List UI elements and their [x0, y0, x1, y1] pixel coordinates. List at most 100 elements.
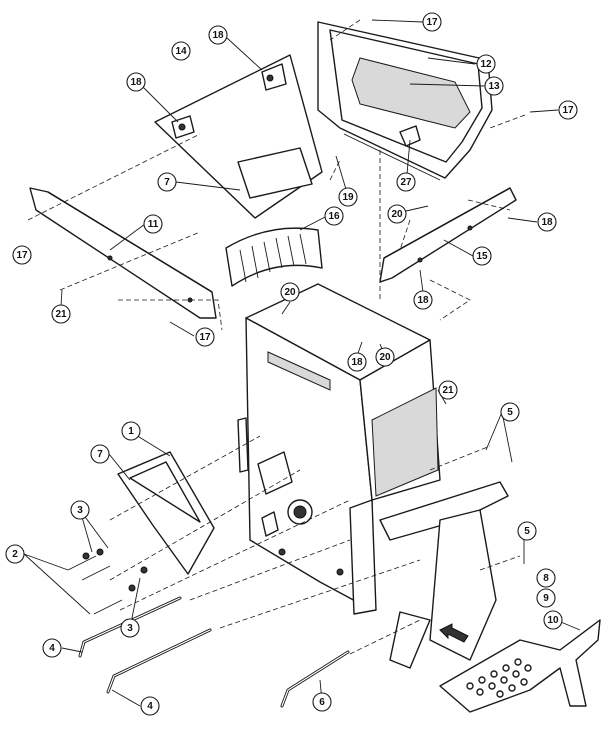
- callout-circle: [12, 245, 32, 265]
- callout-label: 21: [55, 309, 67, 320]
- callout-4: 4: [140, 696, 160, 716]
- callout-circle: [51, 304, 71, 324]
- assembly-lines: [27, 19, 526, 655]
- callout-21: 21: [51, 304, 71, 324]
- callout-label: 18: [130, 77, 142, 88]
- callout-label: 4: [49, 643, 55, 654]
- callout-21: 21: [438, 380, 458, 400]
- callout-19: 19: [338, 187, 358, 207]
- callout-label: 27: [400, 177, 412, 188]
- callout-20: 20: [375, 347, 395, 367]
- callout-1: 1: [121, 421, 141, 441]
- callout-label: 16: [328, 211, 340, 222]
- callout-label: 7: [97, 449, 103, 460]
- callout-label: 3: [77, 505, 83, 516]
- callout-label: 18: [351, 357, 363, 368]
- callout-circle: [543, 610, 563, 630]
- callout-circle: [517, 521, 537, 541]
- callout-circle: [312, 692, 332, 712]
- callout-circle: [157, 172, 177, 192]
- callout-5: 5: [500, 402, 520, 422]
- callout-circle: [375, 347, 395, 367]
- callout-circle: [472, 246, 492, 266]
- callout-label: 5: [507, 407, 513, 418]
- callout-17: 17: [12, 245, 32, 265]
- callout-circle: [195, 327, 215, 347]
- callout-circle: [484, 76, 504, 96]
- callout-circle: [387, 204, 407, 224]
- callout-label: 17: [16, 250, 28, 261]
- scoop-10: [439, 619, 601, 713]
- callout-circle: [413, 290, 433, 310]
- callout-circle: [140, 696, 160, 716]
- cover-plate-12: [317, 21, 493, 181]
- callout-14: 14: [171, 41, 191, 61]
- callout-13: 13: [484, 76, 504, 96]
- callout-label: 18: [541, 217, 553, 228]
- callout-circle: [280, 282, 300, 302]
- callout-label: 8: [543, 573, 549, 584]
- callout-16: 16: [324, 206, 344, 226]
- callout-label: 7: [164, 177, 170, 188]
- rods: [78, 596, 350, 708]
- callout-label: 2: [12, 549, 18, 560]
- callout-label: 20: [284, 287, 296, 298]
- callout-label: 17: [426, 17, 438, 28]
- callout-circle: [537, 212, 557, 232]
- callout-27: 27: [396, 172, 416, 192]
- callout-10: 10: [543, 610, 563, 630]
- callout-circle: [126, 72, 146, 92]
- callout-circle: [324, 206, 344, 226]
- right-bracket-15: [379, 187, 517, 283]
- callout-label: 17: [199, 332, 211, 343]
- callout-label: 3: [127, 623, 133, 634]
- callout-circle: [422, 12, 442, 32]
- callout-label: 11: [148, 219, 159, 230]
- callout-circle: [500, 402, 520, 422]
- callout-label: 21: [442, 385, 454, 396]
- callout-label: 17: [562, 105, 574, 116]
- callout-label: 6: [319, 697, 325, 708]
- callout-18: 18: [208, 25, 228, 45]
- callout-9: 9: [536, 588, 556, 608]
- left-bracket-11: [29, 187, 217, 319]
- callout-20: 20: [280, 282, 300, 302]
- callout-label: 5: [524, 526, 530, 537]
- callout-circle: [120, 618, 140, 638]
- callout-8: 8: [536, 568, 556, 588]
- callout-circle: [558, 100, 578, 120]
- callout-circle: [42, 638, 62, 658]
- callout-circle: [338, 187, 358, 207]
- callout-circle: [536, 588, 556, 608]
- callout-5: 5: [517, 521, 537, 541]
- callout-label: 13: [488, 81, 500, 92]
- screws-2: [67, 548, 148, 615]
- callout-label: 4: [147, 701, 153, 712]
- callout-circle: [347, 352, 367, 372]
- callout-11: 11: [143, 214, 163, 234]
- callout-label: 1: [128, 426, 134, 437]
- callout-label: 10: [547, 615, 559, 626]
- callout-circle: [476, 54, 496, 74]
- guide-16: [225, 227, 323, 287]
- callout-circle: [208, 25, 228, 45]
- callout-label: 18: [417, 295, 429, 306]
- callout-2: 2: [5, 544, 25, 564]
- callout-circle: [70, 500, 90, 520]
- deflector-1: [117, 451, 215, 575]
- callout-6: 6: [312, 692, 332, 712]
- callout-label: 14: [175, 46, 187, 57]
- callout-3: 3: [70, 500, 90, 520]
- callout-17: 17: [422, 12, 442, 32]
- callout-4: 4: [42, 638, 62, 658]
- hopper-body: [237, 283, 441, 615]
- callout-circle: [396, 172, 416, 192]
- callout-label: 20: [391, 209, 403, 220]
- callout-7: 7: [157, 172, 177, 192]
- callout-20: 20: [387, 204, 407, 224]
- callout-label: 18: [212, 30, 224, 41]
- callout-circle: [143, 214, 163, 234]
